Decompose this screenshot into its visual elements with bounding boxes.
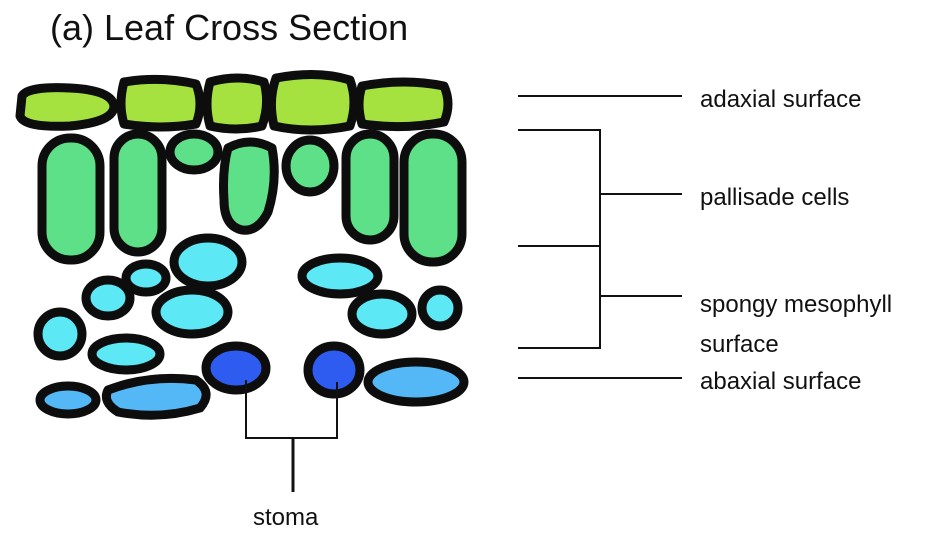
- spongy-cell: [86, 280, 130, 316]
- spongy-mesophyll-label: spongy mesophyll surface: [700, 285, 892, 365]
- spongy-cell: [156, 290, 228, 334]
- spongy-mesophyll-label-line1: spongy mesophyll: [700, 285, 892, 325]
- upper-epidermis-cell: [121, 79, 200, 127]
- upper-epidermis-cell: [359, 82, 448, 127]
- palisade-cell: [346, 134, 394, 240]
- spongy-cell: [174, 238, 242, 286]
- stoma-label: stoma: [253, 502, 318, 534]
- guard-cell-left: [206, 346, 266, 390]
- pallisade-cells-label: pallisade cells: [700, 182, 849, 214]
- spongy-cell: [126, 264, 166, 292]
- upper-epidermis-cell: [20, 88, 114, 127]
- palisade-cells: [42, 134, 462, 262]
- spongy-cell: [422, 290, 458, 326]
- palisade-cell: [286, 140, 334, 192]
- upper-epidermis-cells: [20, 74, 448, 130]
- upper-epidermis-cell: [271, 74, 354, 130]
- lower-epidermis-cell: [40, 386, 96, 414]
- lower-epidermis-cell: [368, 362, 464, 402]
- spongy-cell: [92, 338, 160, 370]
- palisade-cell: [170, 134, 218, 170]
- spongy-cell: [352, 294, 412, 334]
- upper-epidermis-cell: [207, 78, 267, 129]
- guard-cell-right: [308, 346, 360, 394]
- palisade-cell: [404, 134, 462, 262]
- lower-epidermis-cell: [106, 378, 206, 415]
- palisade-cell: [114, 134, 162, 252]
- spongy-cell: [38, 312, 82, 356]
- pallisade-bracket: [518, 130, 600, 348]
- spongy-mesophyll-label-line2: surface: [700, 325, 892, 365]
- spongy-cell: [302, 258, 378, 294]
- abaxial-surface-label: abaxial surface: [700, 366, 861, 398]
- adaxial-surface-label: adaxial surface: [700, 84, 861, 116]
- palisade-cell: [42, 138, 100, 260]
- palisade-cell: [224, 142, 275, 230]
